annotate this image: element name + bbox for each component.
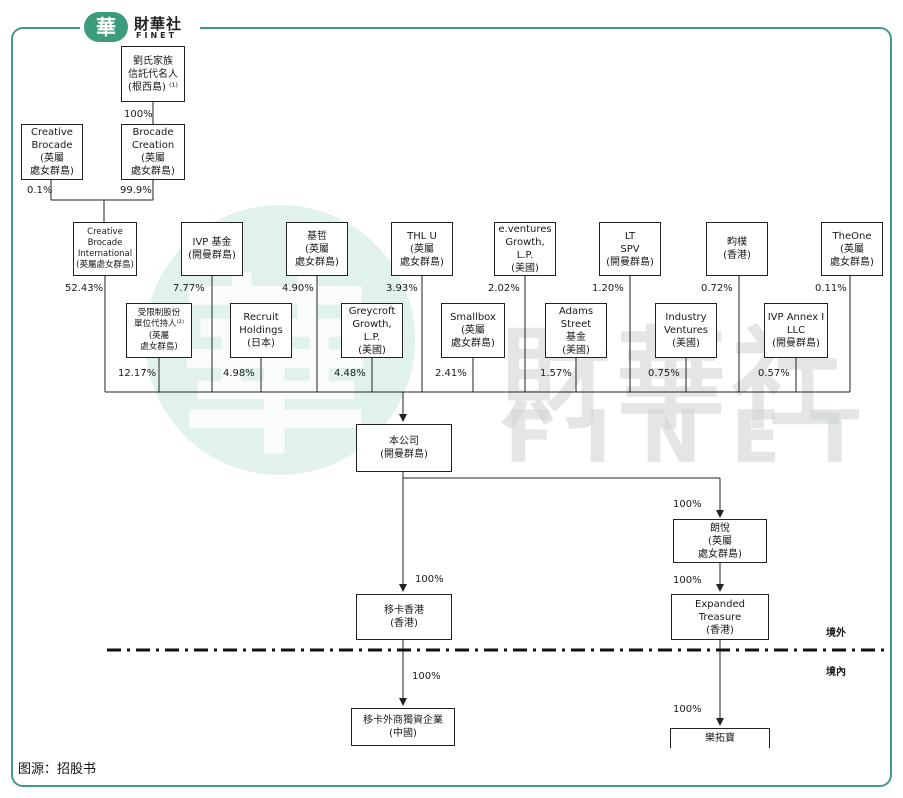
pct-lt-spv: 1.20% bbox=[592, 283, 624, 294]
box-greycroft: Greycroft Growth, L.P. (美國) bbox=[341, 303, 403, 358]
box-yika-hk: 移卡香港 (香港) bbox=[356, 594, 452, 640]
box-company: 本公司 (開曼群島) bbox=[356, 424, 452, 472]
pct-eventures: 2.02% bbox=[488, 283, 520, 294]
logo-badge-icon: 華 bbox=[84, 12, 128, 42]
outer-frame bbox=[11, 27, 892, 787]
box-eventures: e.ventures Growth, L.P. (美國) bbox=[494, 222, 556, 276]
pct-yika-hk-to-wfoe: 100% bbox=[412, 671, 441, 682]
box-langyue: 朗悅 (英屬 處女群島) bbox=[673, 519, 767, 563]
box-jizhe: 基哲 (英屬 處女群島) bbox=[286, 222, 348, 276]
watermark-text-en: FINET bbox=[505, 395, 890, 479]
box-creative-brocade-intl: Creative Brocade International (英屬處女群島) bbox=[73, 222, 137, 276]
pct-restricted-unit: 12.17% bbox=[118, 368, 157, 379]
pct-liu-to-brocade: 100% bbox=[124, 109, 153, 120]
pct-cbi: 52.43% bbox=[65, 283, 104, 294]
logo-en-text: FINET bbox=[136, 31, 178, 40]
box-restricted-unit: 受限制股份 單位代持人⁽²⁾ (英屬 處女群島) bbox=[126, 303, 192, 358]
pct-theone: 0.11% bbox=[815, 283, 847, 294]
box-theone: TheOne (英屬 處女群島) bbox=[821, 222, 883, 276]
pct-company-to-langyue: 100% bbox=[673, 499, 702, 510]
box-ivp-fund: IVP 基金 (開曼群島) bbox=[181, 222, 243, 276]
pct-expanded-to-letuobao: 100% bbox=[673, 704, 702, 715]
label-offshore: 境外 bbox=[826, 628, 846, 639]
box-liu-trust: 劉氏家族 信託代名人 (根西島) ⁽¹⁾ bbox=[121, 46, 185, 102]
box-ivp-annex: IVP Annex I LLC (開曼群島) bbox=[764, 303, 828, 358]
finet-logo: 華 財華社 FINET bbox=[80, 10, 200, 44]
box-junpu: 畇樸 (香港) bbox=[706, 222, 768, 276]
pct-adams-street: 1.57% bbox=[540, 368, 572, 379]
pct-ivp-fund: 7.77% bbox=[173, 283, 205, 294]
pct-ivp-annex: 0.57% bbox=[758, 368, 790, 379]
box-expanded-treasure: Expanded Treasure (香港) bbox=[671, 594, 769, 640]
box-adams-street: Adams Street 基金 (美國) bbox=[545, 303, 607, 358]
box-recruit: Recruit Holdings (日本) bbox=[230, 303, 292, 358]
pct-smallbox: 2.41% bbox=[435, 368, 467, 379]
box-yika-wfoe: 移卡外商獨資企業 (中國) bbox=[351, 708, 455, 746]
pct-bc-to-cbi: 99.9% bbox=[120, 185, 152, 196]
pct-industry-ventures: 0.75% bbox=[648, 368, 680, 379]
box-brocade-creation: Brocade Creation (英屬 處女群島) bbox=[121, 124, 185, 180]
pct-cb-to-cbi: 0.1% bbox=[27, 185, 53, 196]
pct-jizhe: 4.90% bbox=[282, 283, 314, 294]
source-note: 图源：招股书 bbox=[18, 762, 97, 777]
logo-cn-text: 財華社 bbox=[134, 15, 183, 33]
pct-company-to-yika-hk: 100% bbox=[415, 574, 444, 585]
box-creative-brocade: Creative Brocade (英屬 處女群島) bbox=[21, 124, 83, 180]
box-thl-u: THL U (英屬 處女群島) bbox=[391, 222, 453, 276]
pct-greycroft: 4.48% bbox=[334, 368, 366, 379]
box-lt-spv: LT SPV (開曼群島) bbox=[599, 222, 661, 276]
pct-recruit: 4.98% bbox=[223, 368, 255, 379]
box-smallbox: Smallbox (英屬 處女群島) bbox=[441, 303, 505, 358]
box-industry-ventures: Industry Ventures (美國) bbox=[655, 303, 717, 358]
box-letuobao: 樂拓寶 bbox=[670, 728, 770, 748]
label-onshore: 境內 bbox=[826, 667, 846, 678]
pct-junpu: 0.72% bbox=[701, 283, 733, 294]
pct-thl-u: 3.93% bbox=[386, 283, 418, 294]
pct-langyue-to-expanded: 100% bbox=[673, 575, 702, 586]
